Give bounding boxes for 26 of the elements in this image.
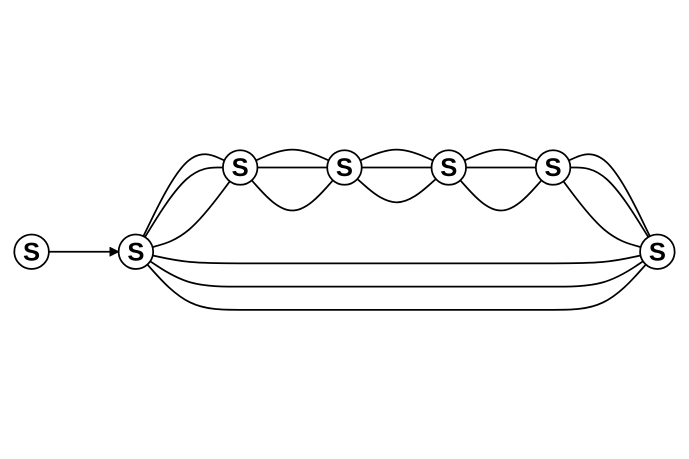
node-circle: S [430,150,467,186]
connector [356,178,436,204]
connector [460,180,542,212]
connector [152,181,231,248]
node-circle: S [118,234,154,270]
arrow [48,247,120,258]
connector [251,180,334,212]
connector [142,154,225,237]
node-circle: S [639,234,676,270]
connector [464,149,538,162]
connector [152,255,641,265]
connector [144,167,223,238]
connector [360,149,434,162]
connector [150,261,644,288]
node-circle: S [326,150,363,186]
connector [257,167,328,169]
node-circle: S [534,150,572,186]
node-circle: S [222,150,258,186]
connector [568,154,651,237]
connector [570,167,650,238]
connector [362,167,432,169]
node-circle: S [13,234,50,270]
connector [256,149,330,162]
connector [146,264,646,312]
connector [562,181,641,248]
connector [466,167,536,169]
